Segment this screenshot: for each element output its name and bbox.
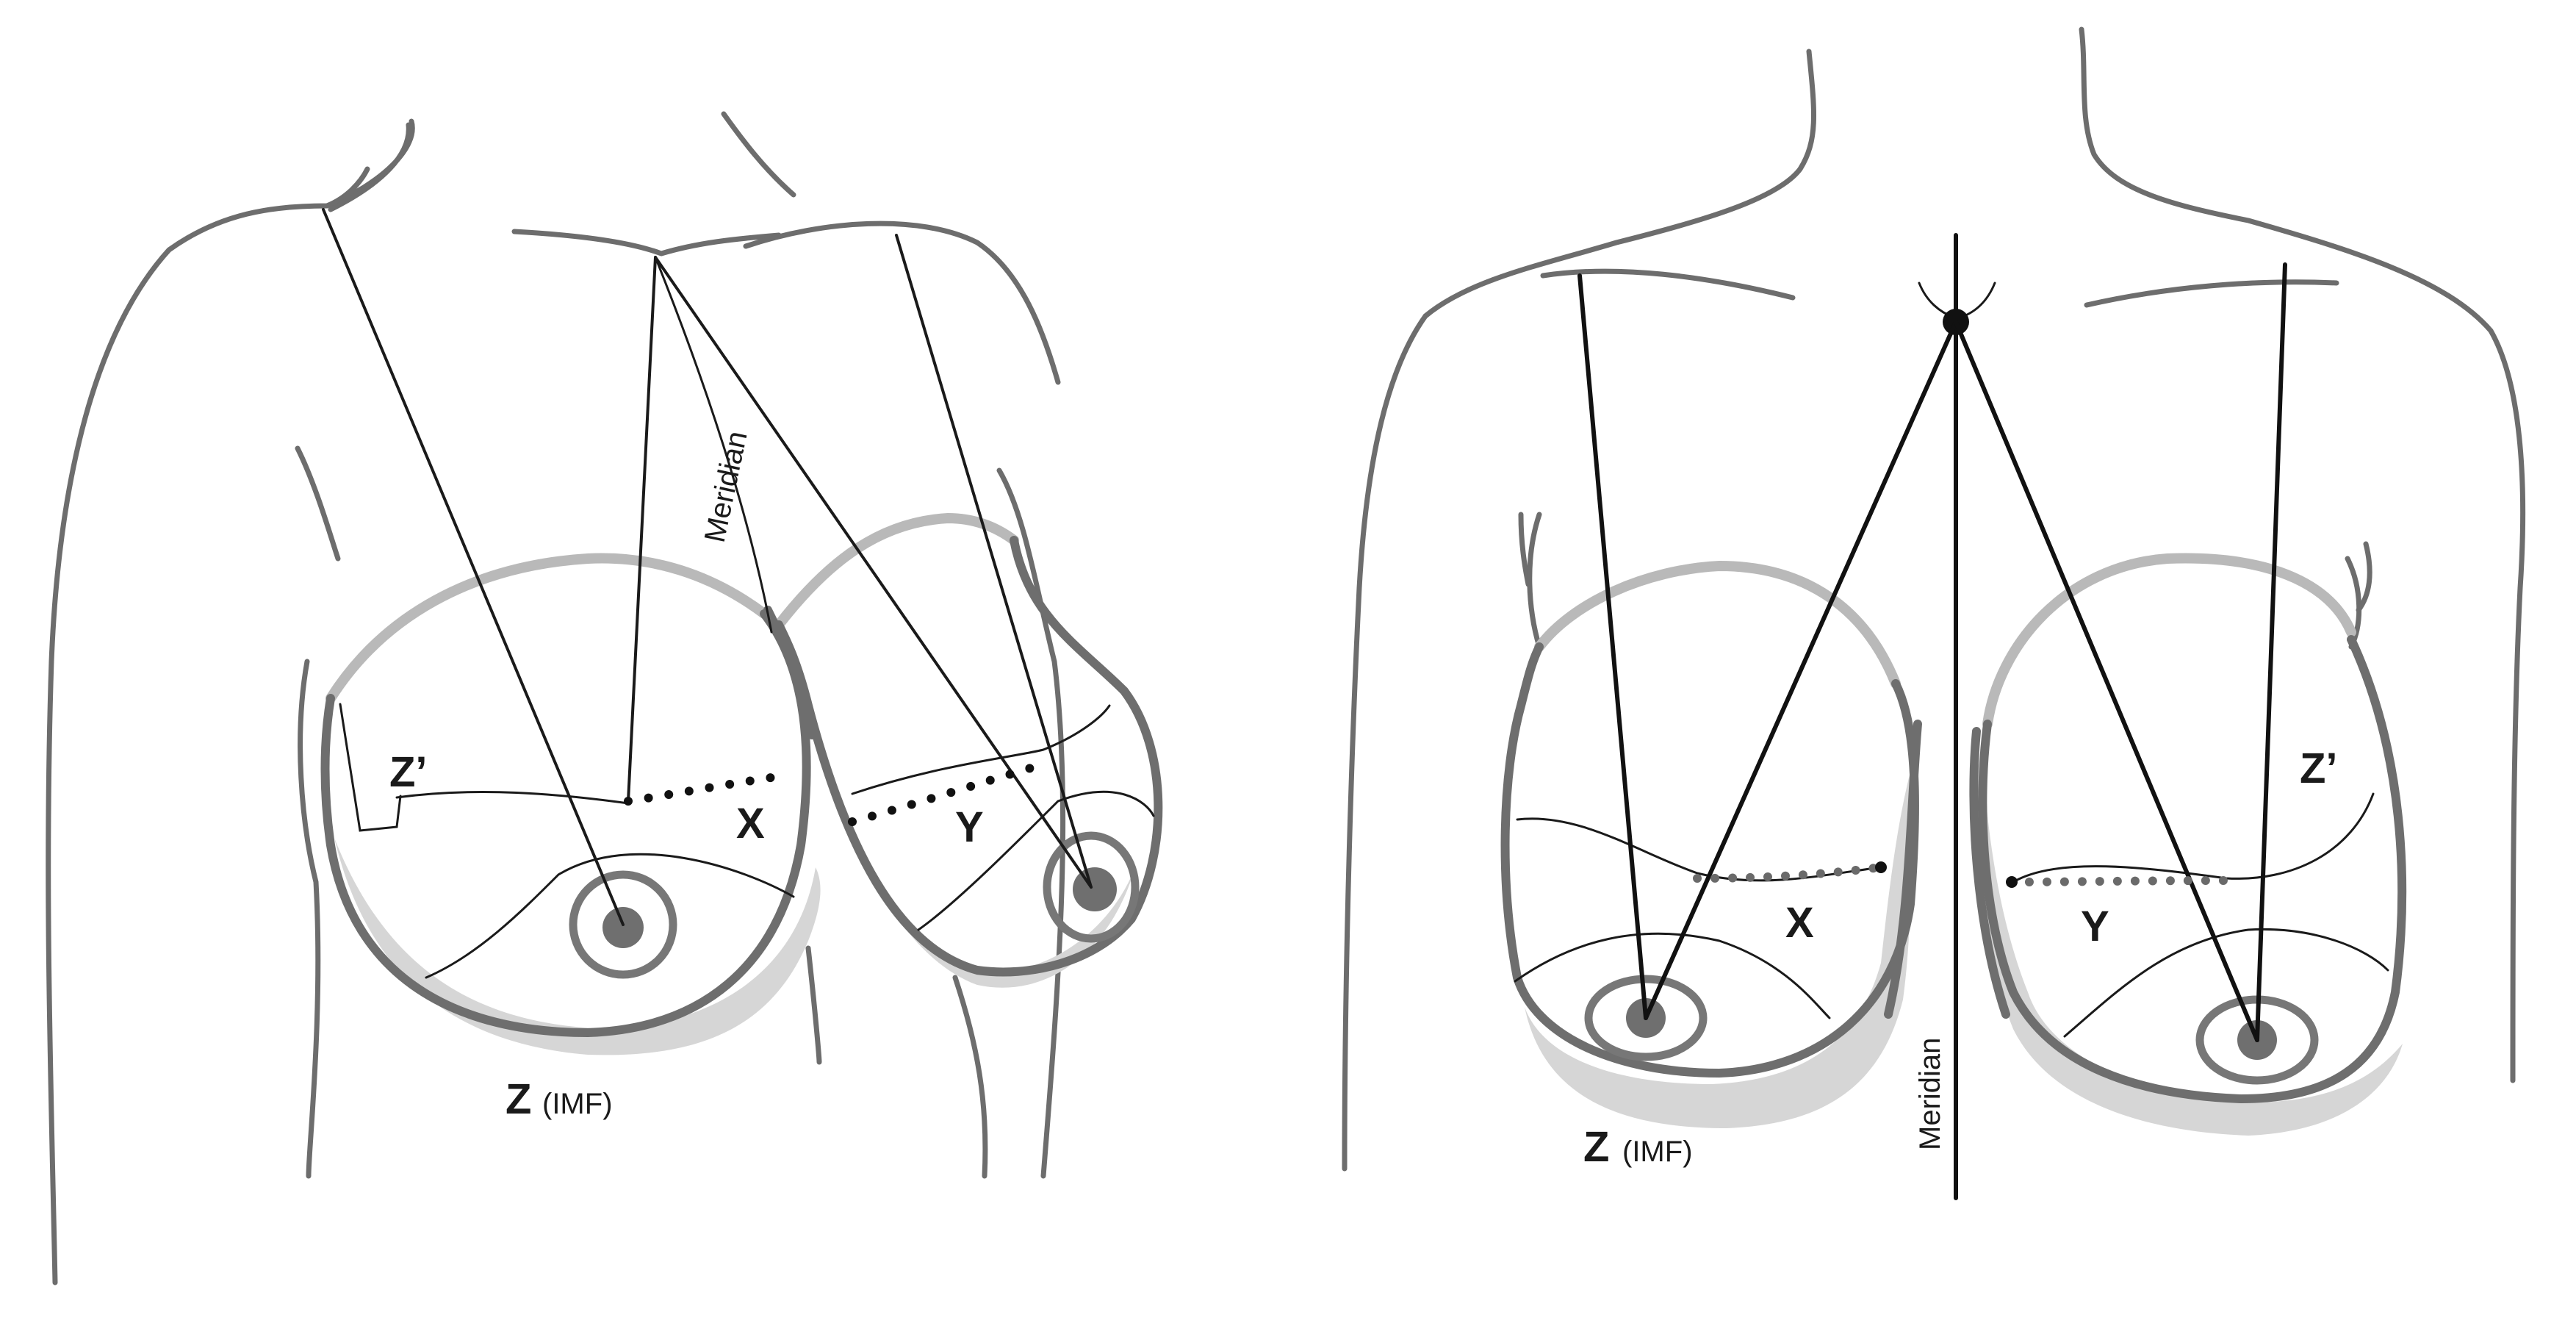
right-axilla-left-2 <box>1527 512 1542 650</box>
right-clavicle-left <box>1540 268 1796 301</box>
left-breast1-zprime-box <box>339 703 402 832</box>
left-figure: Z’ X Y Z (IMF) Meridian <box>46 111 1163 1286</box>
right-breast-left-inner-line-lower <box>1514 932 1831 1019</box>
right-neck-right <box>2079 26 2494 334</box>
left-breast2-areola <box>1043 831 1140 943</box>
left-breast1-nipple <box>602 907 644 948</box>
right-label-x: X <box>1785 899 1814 947</box>
left-label-y: Y <box>955 803 984 851</box>
left-breast1-shadow <box>334 838 821 1055</box>
left-breast1-inner-line-lower <box>425 853 795 979</box>
right-ray-notch-to-right-nipple <box>1954 320 2259 1042</box>
left-neck-left <box>328 122 411 212</box>
right-breast-left-contour <box>1500 642 1919 1078</box>
left-dotted-x <box>624 771 791 806</box>
right-breast-right-upper-pole <box>1982 553 2356 729</box>
right-breast-right-inner-line-upper <box>2012 792 2375 883</box>
right-ray-notch-to-left-nipple <box>1644 320 1958 1020</box>
left-breast2-upper-pole <box>774 512 1019 630</box>
left-breast2-inner-line-lower <box>917 790 1155 931</box>
right-breast-right-inner-line-lower <box>2063 928 2389 1038</box>
left-breast2-nipple <box>1073 867 1117 911</box>
left-underside-2 <box>952 975 988 1179</box>
left-ray-notch-to-x <box>627 256 657 803</box>
left-label-z: Z <box>506 1075 531 1123</box>
left-label-x: X <box>736 800 765 847</box>
left-ray-shoulder-to-nipple2 <box>895 234 1093 889</box>
left-arm-line <box>295 445 341 562</box>
right-ray-shoulder-to-right-nipple <box>2255 262 2287 1042</box>
right-breast-right-shadow <box>1981 772 2403 1136</box>
left-side-right <box>996 467 1066 1179</box>
left-breast1-inner-line-upper <box>395 791 630 805</box>
right-label-z: Z <box>1583 1123 1609 1171</box>
left-axilla <box>298 659 321 1179</box>
left-breast2-inner-edge <box>763 606 816 739</box>
left-breast1-upper-pole <box>325 553 769 703</box>
right-dotted-y-start <box>2006 876 2018 888</box>
right-clavicle-right <box>2084 279 2339 308</box>
right-axilla-right <box>2356 541 2372 613</box>
right-notch-curl-right <box>1959 282 1996 319</box>
left-breast2-contour <box>774 536 1163 977</box>
left-neck-right <box>721 111 796 198</box>
left-label-meridian: Meridian <box>699 429 754 545</box>
right-label-meridian: Meridian <box>1914 1038 1946 1150</box>
left-label-imf: (IMF) <box>542 1088 613 1120</box>
right-dotted-y <box>2007 876 2231 886</box>
left-label-z-prime: Z’ <box>389 748 428 796</box>
right-neck-left <box>1422 49 1817 319</box>
right-figure: X Y Z’ Z (IMF) Meridian <box>1342 26 2526 1200</box>
right-breast-right-contour <box>1978 635 2407 1104</box>
left-meridian-line <box>654 256 773 634</box>
left-shoulder-right <box>743 220 1061 385</box>
right-dotted-x <box>1693 863 1885 883</box>
left-breast1-areola <box>569 870 677 979</box>
right-label-imf: (IMF) <box>1622 1136 1693 1168</box>
right-dotted-x-end <box>1875 861 1887 873</box>
right-breast-left-upper-pole <box>1534 560 1901 689</box>
right-label-y: Y <box>2081 903 2109 950</box>
left-ray-notch-to-nipple2 <box>654 256 1093 889</box>
right-label-z-prime: Z’ <box>2300 745 2338 792</box>
left-clavicle <box>511 229 782 257</box>
right-torso-left <box>1342 313 1428 1172</box>
left-breast2-inner-line-upper <box>851 704 1111 795</box>
left-ray-shoulder-to-nipple1 <box>322 208 625 926</box>
right-torso-right <box>2488 328 2526 1083</box>
left-dotted-y <box>848 760 1048 826</box>
right-breast-left-medial-edge <box>1884 720 1922 1019</box>
left-torso-outline <box>46 118 415 1286</box>
right-breast-right-medial-edge <box>1969 727 2010 1019</box>
left-breast1-contour <box>320 609 811 1038</box>
right-breast-left-inner-line-upper <box>1516 817 1882 882</box>
right-ray-shoulder-to-left-nipple <box>1577 273 1648 1020</box>
left-underside <box>805 945 822 1065</box>
right-breast-left-areola <box>1584 975 1708 1061</box>
